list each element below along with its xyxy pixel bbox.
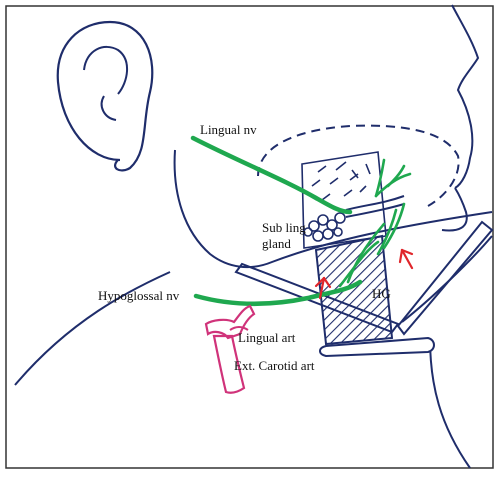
label-hypoglossal-nerve: Hypoglossal nv — [98, 288, 180, 303]
label-sublingual-gland-line2: gland — [262, 236, 291, 251]
tongue-dashed-outline — [258, 126, 459, 206]
genioglossus-dashes — [312, 162, 370, 200]
label-sublingual-gland-line1: Sub ling — [262, 220, 306, 235]
chin-outline — [442, 188, 467, 230]
label-lingual-artery: Lingual art — [238, 330, 296, 345]
label-lingual-nerve: Lingual nv — [200, 122, 257, 137]
figure-border — [6, 6, 493, 468]
face-profile-outline — [452, 5, 478, 188]
ear-tragus — [102, 96, 116, 120]
ear-outline — [58, 22, 153, 170]
neck-front-outline — [430, 338, 470, 468]
ear-inner-helix — [84, 47, 127, 94]
anterior-belly-band — [398, 222, 492, 334]
label-hyoglossus: HG — [372, 286, 391, 301]
sublingual-gland — [304, 213, 345, 241]
label-external-carotid: Ext. Carotid art — [234, 358, 315, 373]
red-arrow-upper — [400, 250, 412, 268]
submandibular-duct — [346, 196, 404, 210]
mandible-lower-border — [402, 236, 492, 322]
